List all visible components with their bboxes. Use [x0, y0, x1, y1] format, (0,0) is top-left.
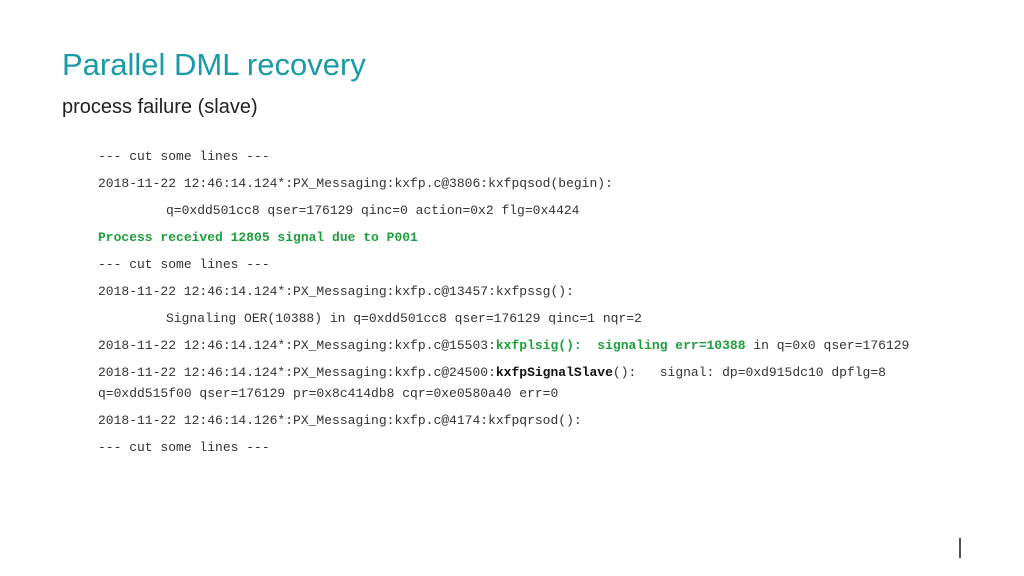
log-line-highlight: Process received 12805 signal due to P00… — [98, 230, 418, 245]
log-segment-bold: kxfpSignalSlave — [495, 365, 613, 380]
log-line: 2018-11-22 12:46:14.124*:PX_Messaging:kx… — [98, 176, 613, 191]
log-line: q=0xdd501cc8 qser=176129 qinc=0 action=0… — [166, 203, 580, 218]
log-segment: 2018-11-22 12:46:14.124*:PX_Messaging:kx… — [98, 338, 496, 353]
log-line: Signaling OER(10388) in q=0xdd501cc8 qse… — [166, 311, 642, 326]
log-segment: 2018-11-22 12:46:14.124*:PX_Messaging:kx… — [98, 365, 496, 380]
slide-subtitle: process failure (slave) — [62, 96, 258, 118]
log-line-continuation: q=0xdd515f00 qser=176129 pr=0x8c414db8 c… — [98, 386, 559, 401]
log-line: --- cut some lines --- — [98, 257, 270, 272]
log-segment: (): signal: dp=0xd915dc10 dpflg=8 — [612, 365, 886, 380]
log-segment: in q=0x0 qser=176129 — [745, 338, 910, 353]
slide-title: Parallel DML recovery — [62, 47, 366, 82]
log-line: --- cut some lines --- — [98, 149, 270, 164]
log-line: 2018-11-22 12:46:14.124*:PX_Messaging:kx… — [98, 363, 886, 383]
log-segment-highlight: kxfplsig(): signaling err=10388 — [495, 338, 746, 353]
log-line: --- cut some lines --- — [98, 440, 270, 455]
log-line: 2018-11-22 12:46:14.124*:PX_Messaging:kx… — [98, 336, 909, 356]
slide-divider-mark — [959, 538, 961, 558]
log-line: 2018-11-22 12:46:14.126*:PX_Messaging:kx… — [98, 413, 582, 428]
log-line: 2018-11-22 12:46:14.124*:PX_Messaging:kx… — [98, 284, 574, 299]
